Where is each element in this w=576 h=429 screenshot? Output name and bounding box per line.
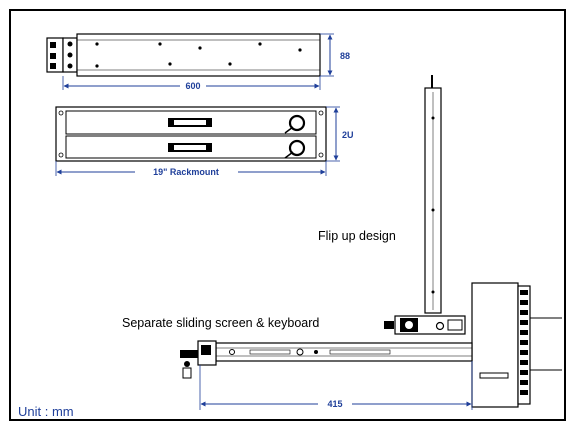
dim-slide-length: 415 xyxy=(327,399,342,409)
top-view xyxy=(46,33,334,90)
dim-length-top: 600 xyxy=(185,81,200,91)
front-view xyxy=(55,106,340,176)
dim-width-front: 19" Rackmount xyxy=(153,167,219,177)
flip-up-label: Flip up design xyxy=(318,229,396,243)
side-view xyxy=(180,75,562,410)
unit-label: Unit : mm xyxy=(18,404,74,419)
sliding-label: Separate sliding screen & keyboard xyxy=(122,316,319,330)
dim-height-front: 2U xyxy=(342,130,354,140)
dim-height-top: 88 xyxy=(340,51,350,61)
